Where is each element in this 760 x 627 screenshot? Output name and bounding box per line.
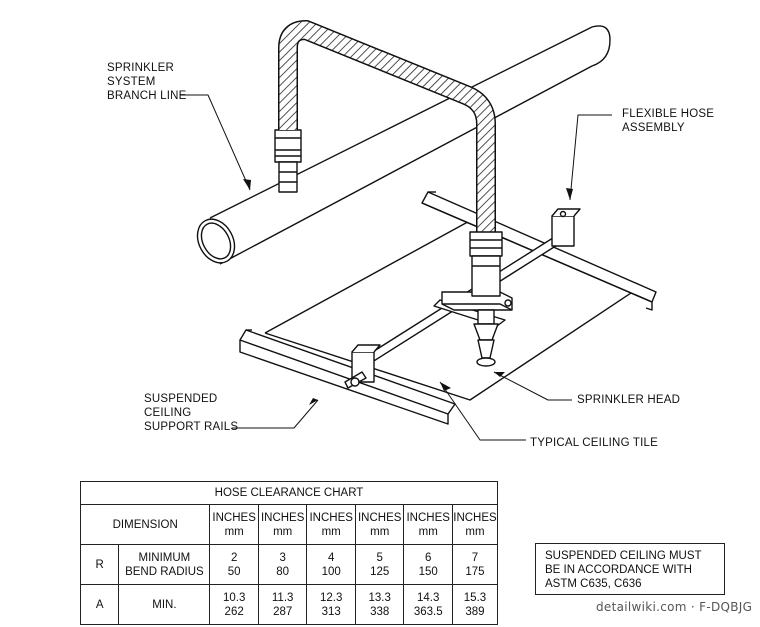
pipe-outlet-fitting xyxy=(274,129,302,193)
rail-clip-front xyxy=(344,344,381,389)
sprinkler-head-label: SPRINKLER HEAD xyxy=(577,394,681,406)
leader-arrowheads xyxy=(243,179,573,405)
support-rails-label: SUSPENDED CEILING SUPPORT RAILS xyxy=(144,393,239,433)
ceiling-tile-label: TYPICAL CEILING TILE xyxy=(530,437,658,449)
flexible-hose-label: FLEXIBLE HOSE ASSEMBLY xyxy=(622,108,715,134)
branch-line-pipe xyxy=(196,25,611,265)
branch-line-label: SPRINKLER SYSTEM BRANCH LINE xyxy=(107,62,187,102)
row-code: R xyxy=(79,544,120,585)
leader-lines xyxy=(180,94,612,441)
hose-end-fitting xyxy=(469,231,503,297)
watermark: detailwiki.com · F-DQBJG xyxy=(596,600,753,614)
row-name: MIN. xyxy=(118,584,211,625)
flexible-hose xyxy=(278,20,496,232)
front-support-rail xyxy=(239,329,456,425)
sprinkler-head xyxy=(473,309,499,367)
row-name: MINIMUM BEND RADIUS xyxy=(118,544,211,585)
ceiling-standard-note: SUSPENDED CEILING MUST BE IN ACCORDANCE … xyxy=(535,543,725,595)
sprinkler-installation-drawing xyxy=(180,20,657,441)
dimension-header: DIMENSION xyxy=(79,504,211,545)
rail-clip-back xyxy=(551,208,581,247)
row-code: A xyxy=(79,584,120,625)
chart-title: HOSE CLEARANCE CHART xyxy=(80,481,498,505)
